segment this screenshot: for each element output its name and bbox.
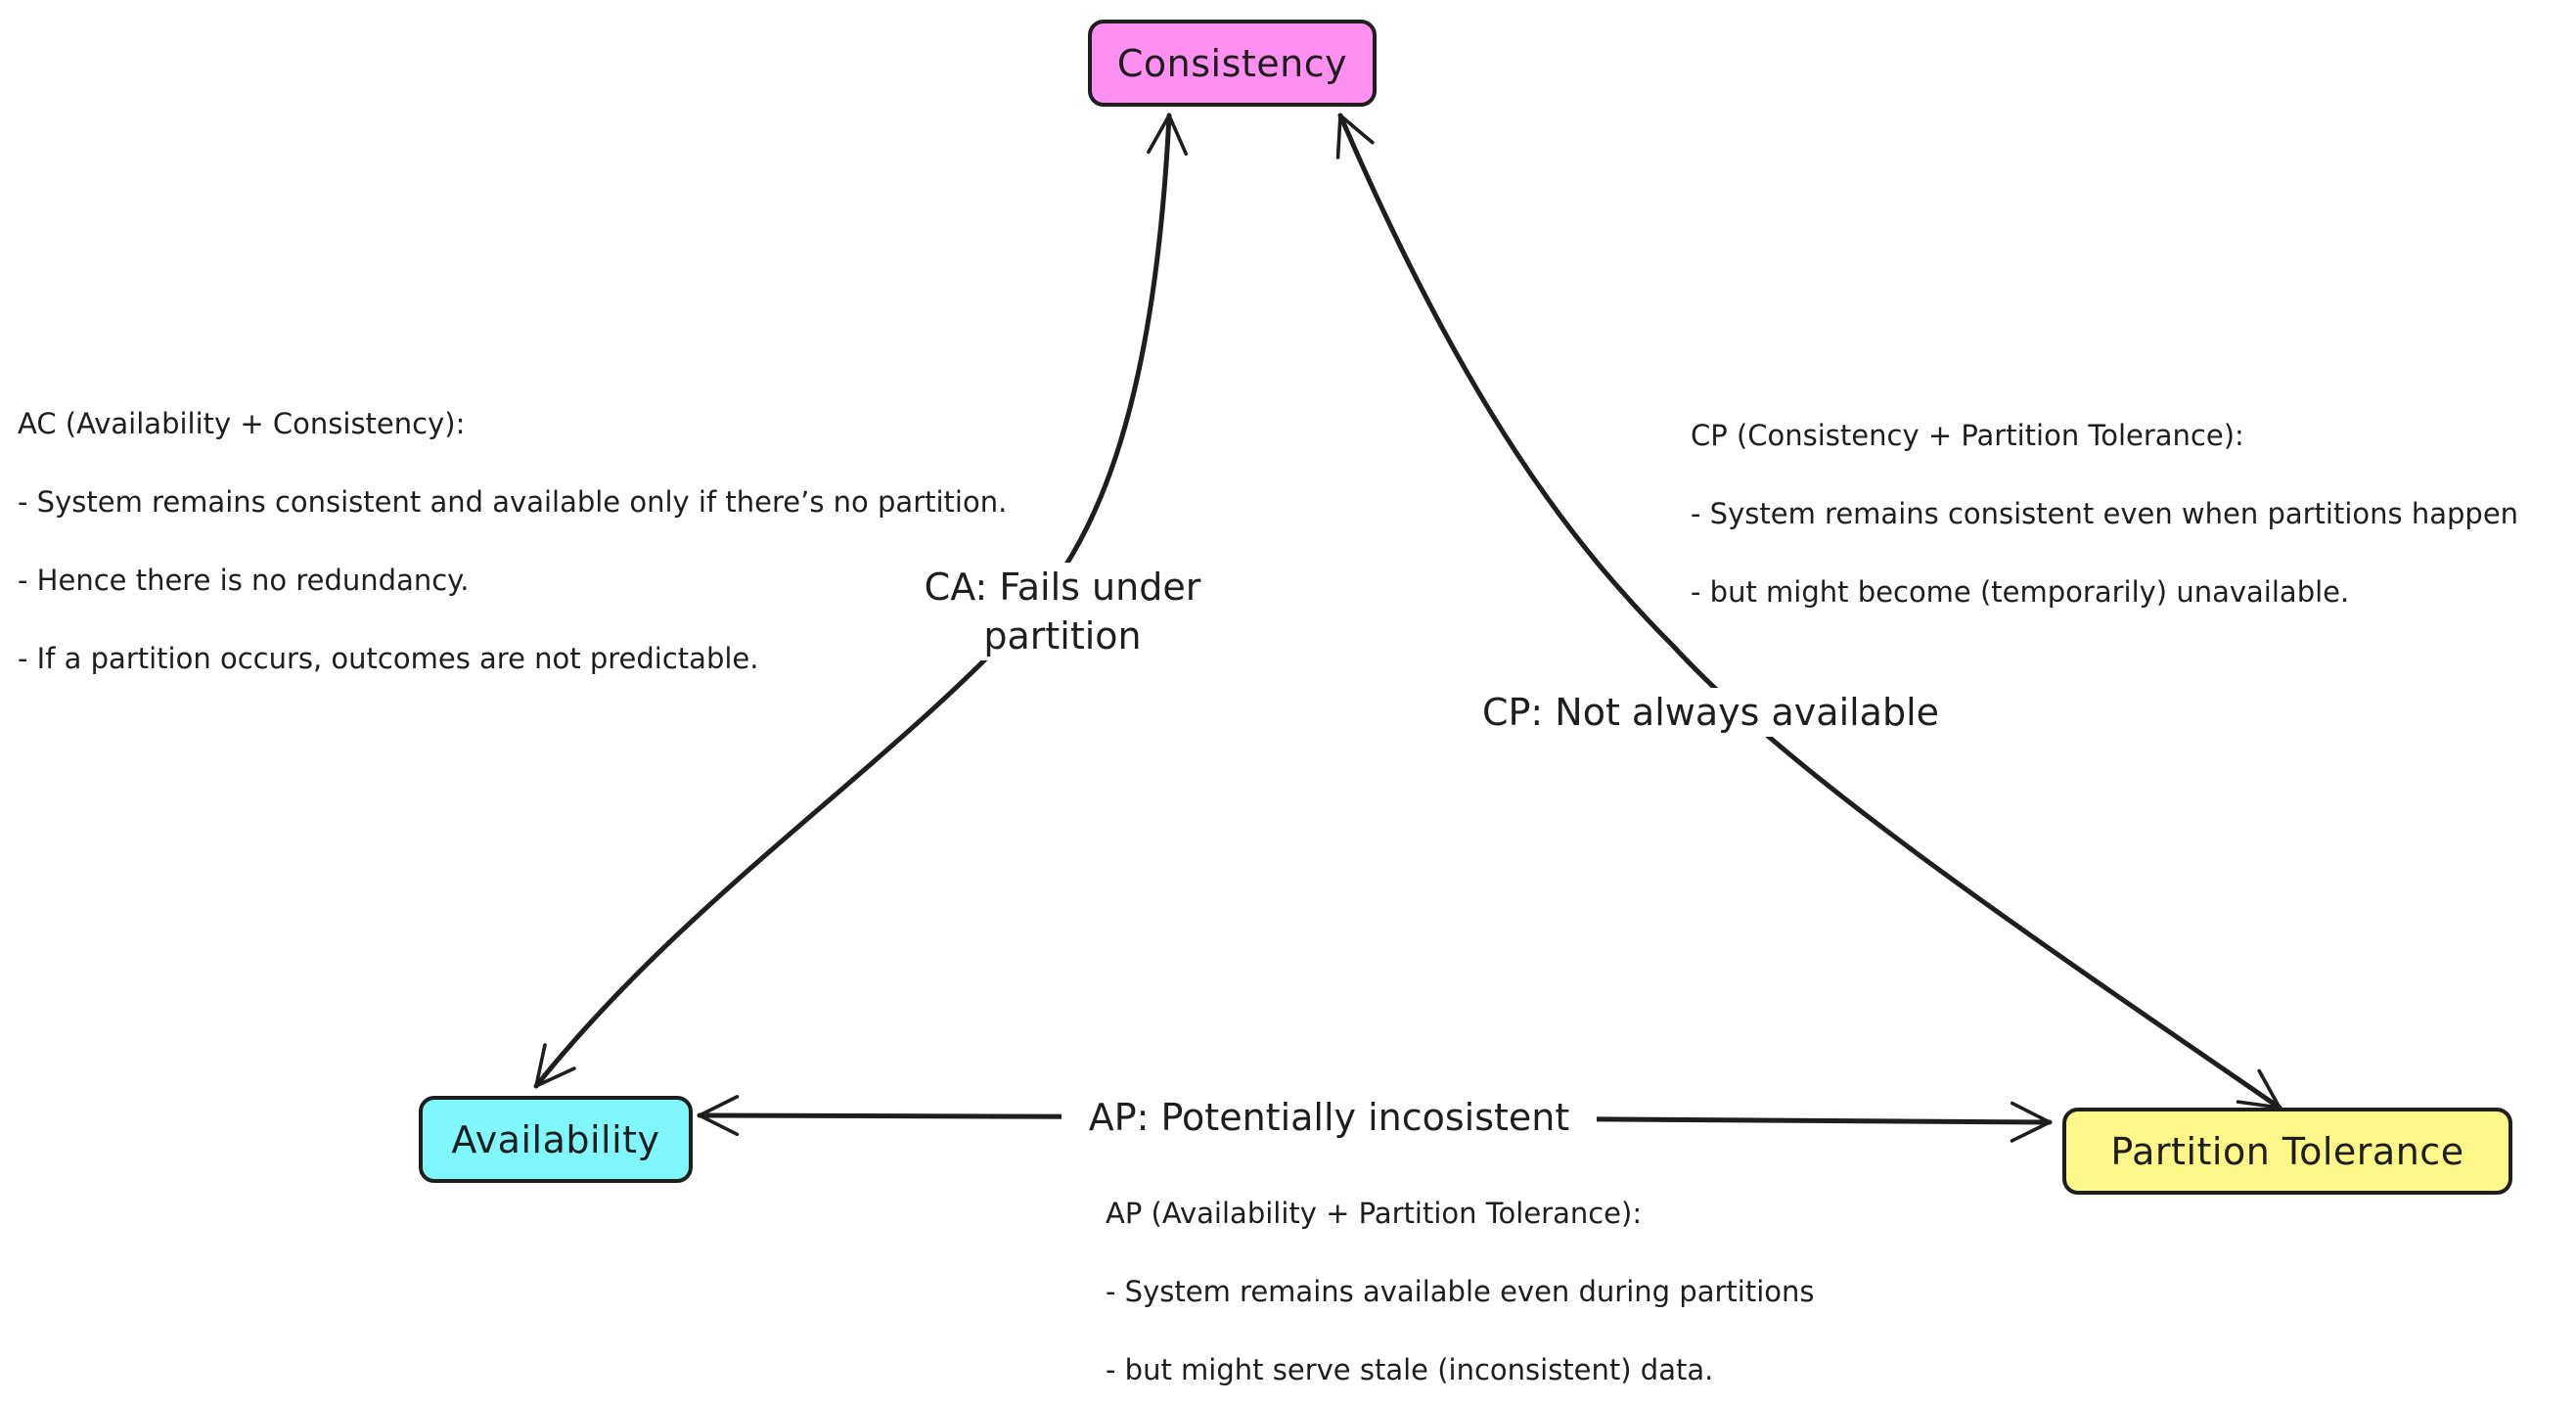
consistency-label: Consistency bbox=[1116, 41, 1348, 85]
ac-note-line: - If a partition occurs, outcomes are no… bbox=[18, 642, 759, 675]
cp-note-title: CP (Consistency + Partition Tolerance): bbox=[1691, 419, 2244, 452]
cp-note: CP (Consistency + Partition Tolerance): … bbox=[1691, 421, 2518, 607]
consistency-node[interactable]: Consistency bbox=[1088, 20, 1377, 107]
ap-note-title: AP (Availability + Partition Tolerance): bbox=[1106, 1197, 1643, 1230]
ap-edge-label: AP: Potentially incosistent bbox=[1062, 1093, 1597, 1142]
availability-label: Availability bbox=[451, 1117, 660, 1161]
availability-node[interactable]: Availability bbox=[419, 1096, 693, 1183]
ac-note-title: AC (Availability + Consistency): bbox=[18, 407, 466, 440]
ca-edge-label: CA: Fails under partition bbox=[900, 563, 1225, 660]
cp-note-line: - System remains consistent even when pa… bbox=[1691, 497, 2519, 530]
ap-note-line: - but might serve stale (inconsistent) d… bbox=[1106, 1353, 1714, 1386]
ap-edge-label-text: AP: Potentially incosistent bbox=[1088, 1096, 1570, 1139]
ca-edge-label-line2: partition bbox=[983, 614, 1142, 658]
partition-tolerance-node[interactable]: Partition Tolerance bbox=[2062, 1108, 2512, 1195]
cp-arrow bbox=[1335, 113, 2282, 1111]
partition-tolerance-label: Partition Tolerance bbox=[2110, 1129, 2464, 1173]
ac-note-line: - Hence there is no redundancy. bbox=[18, 564, 470, 597]
ac-note-line: - System remains consistent and availabl… bbox=[18, 485, 1008, 519]
ap-note: AP (Availability + Partition Tolerance):… bbox=[1106, 1199, 1814, 1384]
ac-note: AC (Availability + Consistency): - Syste… bbox=[18, 409, 1007, 673]
ca-edge-label-line1: CA: Fails under bbox=[924, 566, 1201, 609]
cp-note-line: - but might become (temporarily) unavail… bbox=[1691, 575, 2350, 609]
cp-edge-label: CP: Not always available bbox=[1468, 688, 1954, 737]
ap-note-line: - System remains available even during p… bbox=[1106, 1275, 1815, 1308]
cp-edge-label-text: CP: Not always available bbox=[1481, 691, 1940, 734]
